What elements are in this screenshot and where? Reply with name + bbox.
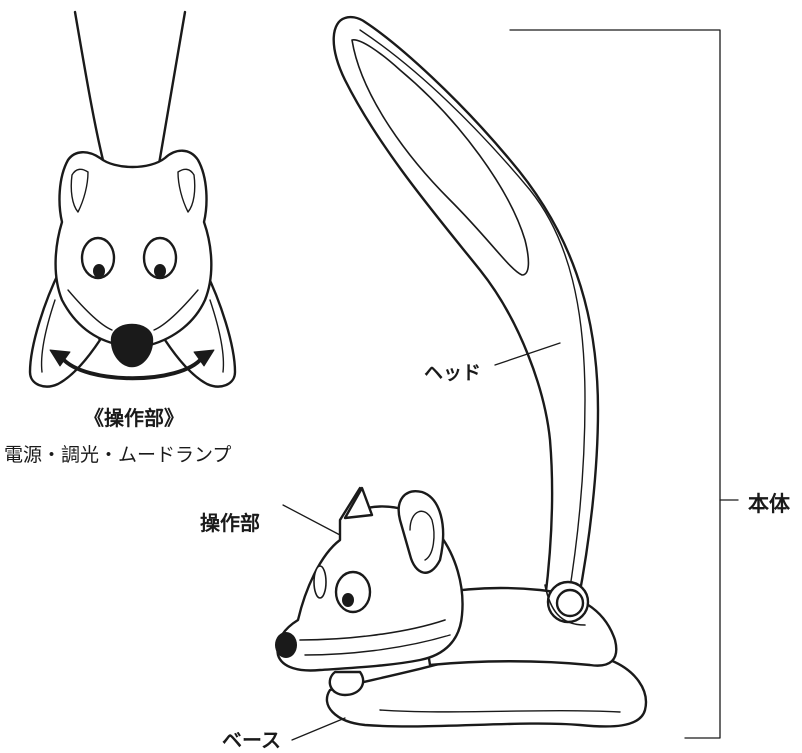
control-nose	[275, 632, 297, 658]
control-pupil	[342, 593, 354, 607]
control-ear-right	[397, 490, 445, 574]
leader-head	[494, 342, 561, 366]
leader-control	[282, 504, 341, 536]
label-base: ベース	[222, 728, 281, 752]
label-head: ヘッド	[424, 362, 482, 384]
inset-right-leg	[163, 268, 237, 388]
control-eye-back	[313, 565, 327, 599]
inset-nose	[110, 323, 154, 368]
inset-head	[54, 149, 213, 348]
leader-base	[291, 717, 346, 741]
control-ear-right-inner	[409, 510, 435, 561]
inset-pupil-left	[93, 264, 105, 278]
inset-control-view	[28, 10, 237, 388]
inset-face-line-r	[153, 289, 199, 331]
body-bracket	[509, 29, 721, 739]
lamp-head-inner	[351, 39, 530, 276]
inset-right-leg-inner	[209, 299, 225, 373]
inset-title: 《操作部》	[84, 406, 184, 430]
inset-left-leg	[28, 268, 102, 388]
control-eye	[334, 570, 372, 614]
inset-pupil-right	[154, 264, 166, 278]
control-ear-left	[343, 486, 374, 520]
inset-arm-left	[73, 10, 107, 170]
leader-lines	[282, 29, 739, 741]
lamp-head-edge	[359, 29, 586, 601]
inset-ear-left	[70, 168, 89, 213]
control-collar	[299, 619, 446, 641]
control-collar-2	[304, 634, 451, 656]
label-control: 操作部	[200, 511, 260, 535]
lamp-base-highlight	[379, 709, 621, 713]
lamp-hinge-band	[544, 584, 586, 626]
inset-arm-right	[156, 10, 187, 172]
control-paw	[328, 670, 365, 697]
inset-ear-right	[177, 168, 196, 213]
label-body: 本体	[748, 492, 790, 516]
inset-left-leg-inner	[40, 299, 56, 373]
inset-caption: 電源・調光・ムードランプ	[4, 444, 232, 466]
inset-eye-left	[80, 236, 116, 280]
inset-face-line	[67, 289, 113, 331]
rotate-arrow-icon	[49, 349, 215, 381]
lamp-hinge-inner	[555, 588, 585, 618]
main-lamp-view	[275, 15, 648, 728]
